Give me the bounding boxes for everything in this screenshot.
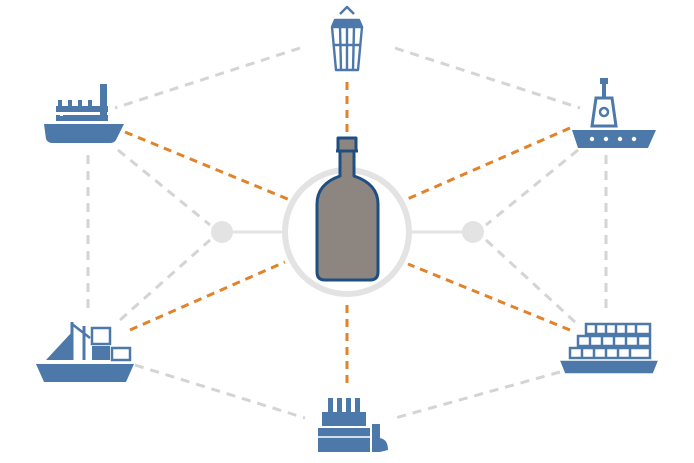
spoke-upper-left (124, 130, 291, 202)
edge-upper-left-left-hub (117, 148, 211, 227)
left-hub (211, 221, 233, 243)
spoke-lower-left (129, 260, 286, 332)
lantern-icon (330, 5, 364, 72)
steamship-icon (44, 84, 124, 143)
edge-lower-right-bottom (394, 370, 561, 420)
bottle-icon (315, 136, 380, 282)
factory-icon (318, 398, 388, 452)
orange-spokes (124, 82, 571, 385)
container-ship-icon (560, 322, 658, 374)
edge-lower-left-bottom (134, 363, 306, 420)
outer-connections (86, 46, 608, 420)
edge-lower-left-left-hub (119, 238, 211, 322)
right-hub (462, 221, 484, 243)
spoke-upper-right (404, 126, 571, 202)
edge-top-upper-left (114, 46, 301, 110)
edge-upper-right-right-hub (485, 148, 579, 227)
crane-ship-icon (572, 78, 656, 148)
sailing-cargo-ship-icon (36, 322, 134, 382)
spoke-lower-right (407, 262, 571, 332)
edge-lower-right-right-hub (484, 238, 577, 324)
edge-top-upper-right (394, 46, 581, 110)
